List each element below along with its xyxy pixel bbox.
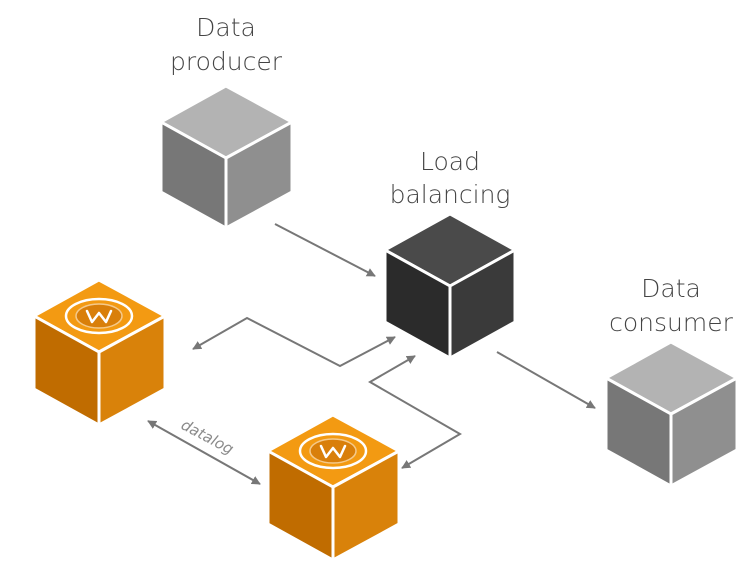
data-producer-cube [157, 84, 296, 231]
arrow-balancer-server2 [368, 355, 462, 469]
arrow-balancer-server1 [192, 316, 396, 368]
w-logo-icon [64, 297, 134, 335]
data-consumer-cube [602, 340, 741, 489]
connectors [147, 223, 596, 485]
balancer-label-line2: balancing [390, 180, 511, 209]
w-logo-icon [298, 432, 368, 470]
server-1-cube [30, 278, 169, 428]
server-2-cube [264, 413, 403, 563]
producer-label-line2: producer [170, 47, 283, 76]
balancer-label-line1: Load [420, 147, 480, 176]
consumer-label-line2: consumer [609, 308, 733, 337]
consumer-label-line1: Data [641, 274, 701, 303]
arrow-datalog [147, 420, 261, 485]
datalog-label: datalog [178, 416, 236, 458]
arrow-balancer-to-consumer [496, 351, 596, 409]
load-balancer-cube [381, 212, 519, 361]
arrow-producer-to-balancer [274, 223, 376, 277]
producer-label-line1: Data [196, 13, 256, 42]
